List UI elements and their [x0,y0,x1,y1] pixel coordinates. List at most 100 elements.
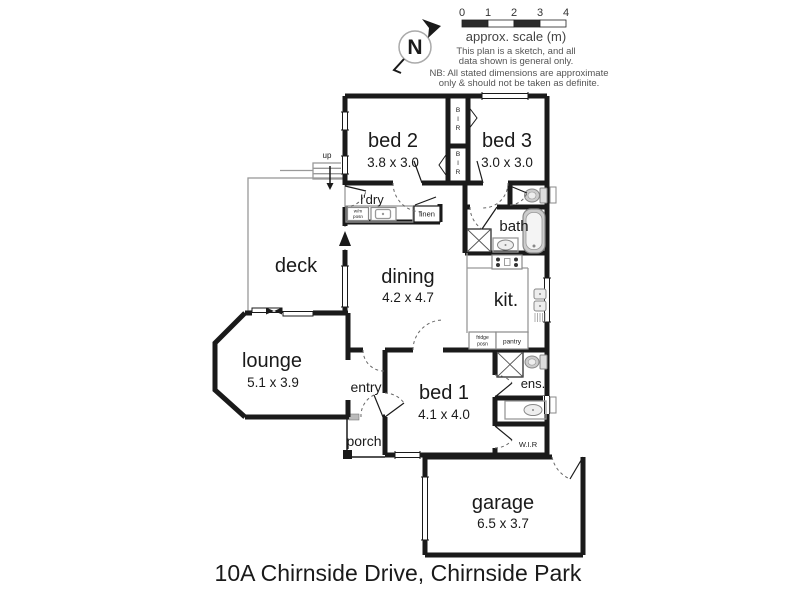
wm-posn-line2: posn [353,214,363,219]
address-title: 10A Chirnside Drive, Chirnside Park [215,560,582,586]
scale-seg-2 [487,19,515,28]
bir-lower-r: R [456,169,461,176]
disclaimer-line-3: NB: All stated dimensions are approximat… [429,68,608,79]
up-label: up [323,151,332,160]
deck-step-opening [339,227,351,249]
steps-outline [312,162,346,180]
sliding-door-lounge [251,307,314,317]
ensuite-fixtures [496,351,548,420]
cooktop-icon [491,254,523,270]
lounge-dims: 5.1 x 3.9 [247,375,299,390]
bed2-label: bed 2 [368,130,418,152]
hall-door-arc [412,319,444,351]
ens-toilet-icon [524,354,548,370]
bed1-label: bed 1 [419,382,469,404]
porch-label: porch [346,433,381,449]
compass-tail-icon [392,58,405,74]
compass-circle [398,30,432,64]
bir-lower-b: B [456,151,460,158]
shower-icon [466,228,492,253]
step-up-arrow-icon [339,231,351,246]
bed3-label: bed 3 [482,130,532,152]
kitchen-sink-icon [533,288,547,322]
dining-label: dining [381,266,434,288]
bir-upper-b: B [456,107,460,114]
window-garage-left [421,476,429,541]
doors [344,105,584,480]
front-door-arc [360,394,375,418]
deck-outline [247,177,346,312]
wir-door-arc [494,439,513,449]
bed1-dims: 4.1 x 4.0 [418,407,470,422]
scale-seg-4 [539,19,567,28]
bed1-door-arc [384,392,405,404]
bath-fixtures [466,208,546,254]
bed3-door-arc [482,182,509,209]
linen-label: linen [419,210,435,219]
scale-tick-4: 4 [563,7,569,19]
wc-toilet-icon [524,187,548,204]
ens-door-leaf [494,382,513,398]
bir-upper-r: R [456,125,461,132]
window-bed3-top [481,92,529,100]
window-bed2-left-1 [341,111,349,131]
windows [251,92,557,541]
scale-tick-2: 2 [511,7,517,19]
deck-label: deck [275,255,318,277]
deck-door-arc [344,190,367,208]
fridge-posn-line1: fridge [476,335,489,341]
garage-door-leaf [569,456,584,480]
entry-label: entry [350,379,381,395]
window-bed1-bottom [394,451,421,459]
wc-door-leaf [509,185,528,194]
north-arrow-icon [422,19,441,38]
window-bed2-left-2 [341,155,349,175]
porch-post [343,450,352,459]
laundry-label: l'dry [360,192,384,207]
disclaimer-line-2: data shown is general only. [459,56,573,67]
scale-bar: 0 1 2 3 4 approx. scale (m) [459,7,569,44]
fridge-posn-line2: posn [477,342,488,348]
window-kitchen-right [543,277,551,323]
scale-tick-3: 3 [537,7,543,19]
dining-dims: 4.2 x 4.7 [382,290,434,305]
entry-door-arc [362,349,386,372]
wc-door-arc [509,192,528,206]
room-labels: bed 2 3.8 x 3.0 bed 3 3.0 x 3.0 B I R B … [242,107,545,531]
window-ens-right [543,396,557,414]
garage-door-arc [551,456,571,480]
bir-lower-i: I [457,160,459,167]
scale-seg-3 [513,19,541,28]
lounge-label: lounge [242,350,302,372]
bed3-door-leaf [476,160,484,184]
disclaimer: This plan is a sketch, and all data show… [429,46,608,89]
bir-bifold-upper [467,105,478,131]
bed2-dims: 3.8 x 3.0 [367,155,419,170]
north-label: N [407,36,422,59]
window-wc-right [549,186,557,204]
washing-machine-position [346,206,370,222]
deck-door-leaf [344,185,367,192]
ens-shower-icon [496,351,524,378]
ens-vanity-icon [504,400,547,420]
disclaimer-line-1: This plan is a sketch, and all [456,46,575,57]
vanity-basin-icon [492,237,519,253]
kitchen-fixtures [466,253,547,350]
wm-posn-line1: w/m [354,209,363,214]
kitchen-label: kit. [494,290,518,311]
slider-arrow-icon [266,307,274,315]
scale-caption: approx. scale (m) [466,29,566,44]
bath-door-leaf [481,206,498,230]
garage-dims: 6.5 x 3.7 [477,516,529,531]
scale-tick-1: 1 [485,7,491,19]
disclaimer-line-4: only & should not be taken as definite. [439,78,600,89]
wir-label: W.I.R [519,440,538,449]
bath-label: bath [499,218,528,235]
scale-seg-1 [461,19,489,28]
pantry-label: pantry [503,339,522,346]
deck-area [247,162,346,312]
bed1-door-leaf [384,402,405,418]
bath-door-arc [469,206,483,230]
